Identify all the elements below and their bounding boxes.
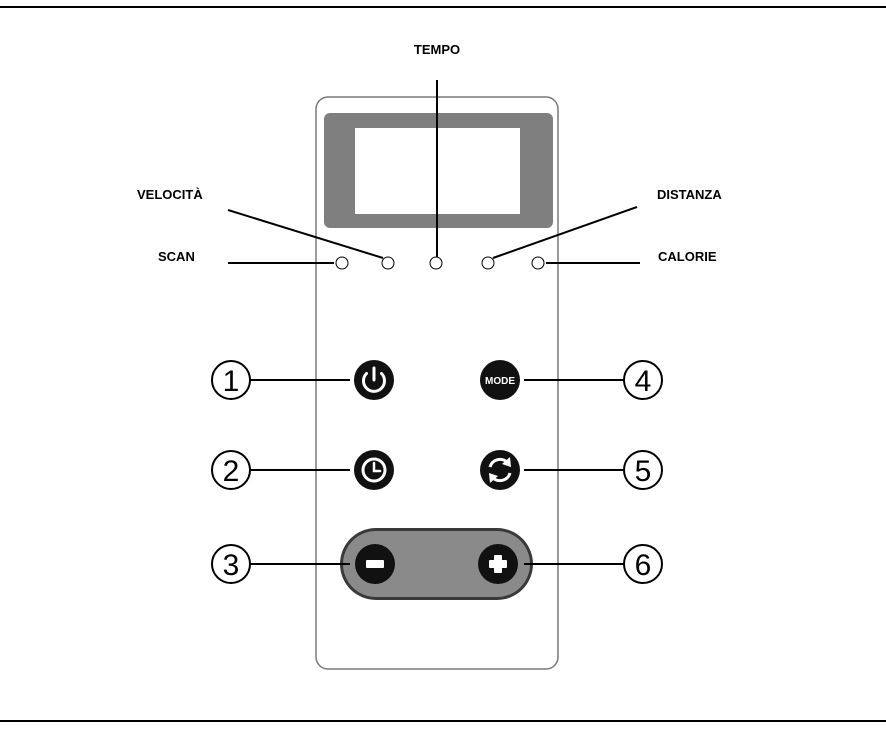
- label-calorie: CALORIE: [658, 249, 717, 264]
- callout-4-number: 4: [635, 365, 652, 398]
- callout-5: 5: [524, 450, 663, 490]
- power-button[interactable]: [354, 360, 394, 400]
- adjust-rocker: [343, 531, 530, 597]
- callout-4: 4: [524, 360, 663, 400]
- plus-icon: [489, 555, 507, 573]
- led-scan: [335, 256, 349, 270]
- callout-2: 2: [211, 450, 350, 490]
- bottom-rule: [0, 720, 886, 722]
- callout-1-number: 1: [223, 365, 240, 398]
- mode-label: MODE: [485, 376, 515, 387]
- led-calorie: [531, 256, 545, 270]
- clock-icon: [361, 457, 387, 483]
- callout-6: 6: [524, 544, 663, 584]
- callout-3: 3: [211, 544, 350, 584]
- refresh-icon: [488, 457, 512, 483]
- top-rule: [0, 6, 886, 8]
- label-distanza: DISTANZA: [657, 187, 722, 202]
- label-scan: SCAN: [158, 249, 195, 264]
- reset-button[interactable]: [480, 450, 520, 490]
- timer-button[interactable]: [354, 450, 394, 490]
- mode-button[interactable]: MODE: [480, 360, 520, 400]
- callout-3-number: 3: [223, 549, 240, 582]
- led-tempo: [429, 256, 443, 270]
- plus-button[interactable]: [478, 544, 518, 584]
- minus-icon: [366, 560, 384, 568]
- callout-5-number: 5: [635, 455, 652, 488]
- callout-6-number: 6: [635, 549, 652, 582]
- velocita-leader: [227, 209, 384, 259]
- label-velocita: VELOCITÀ: [137, 187, 203, 202]
- distanza-leader: [492, 206, 638, 259]
- callout-1: 1: [211, 360, 350, 400]
- led-distanza: [481, 256, 495, 270]
- minus-button[interactable]: [355, 544, 395, 584]
- power-icon: [362, 366, 386, 393]
- led-velocita: [381, 256, 395, 270]
- callout-2-number: 2: [223, 455, 240, 488]
- label-tempo: TEMPO: [414, 42, 460, 57]
